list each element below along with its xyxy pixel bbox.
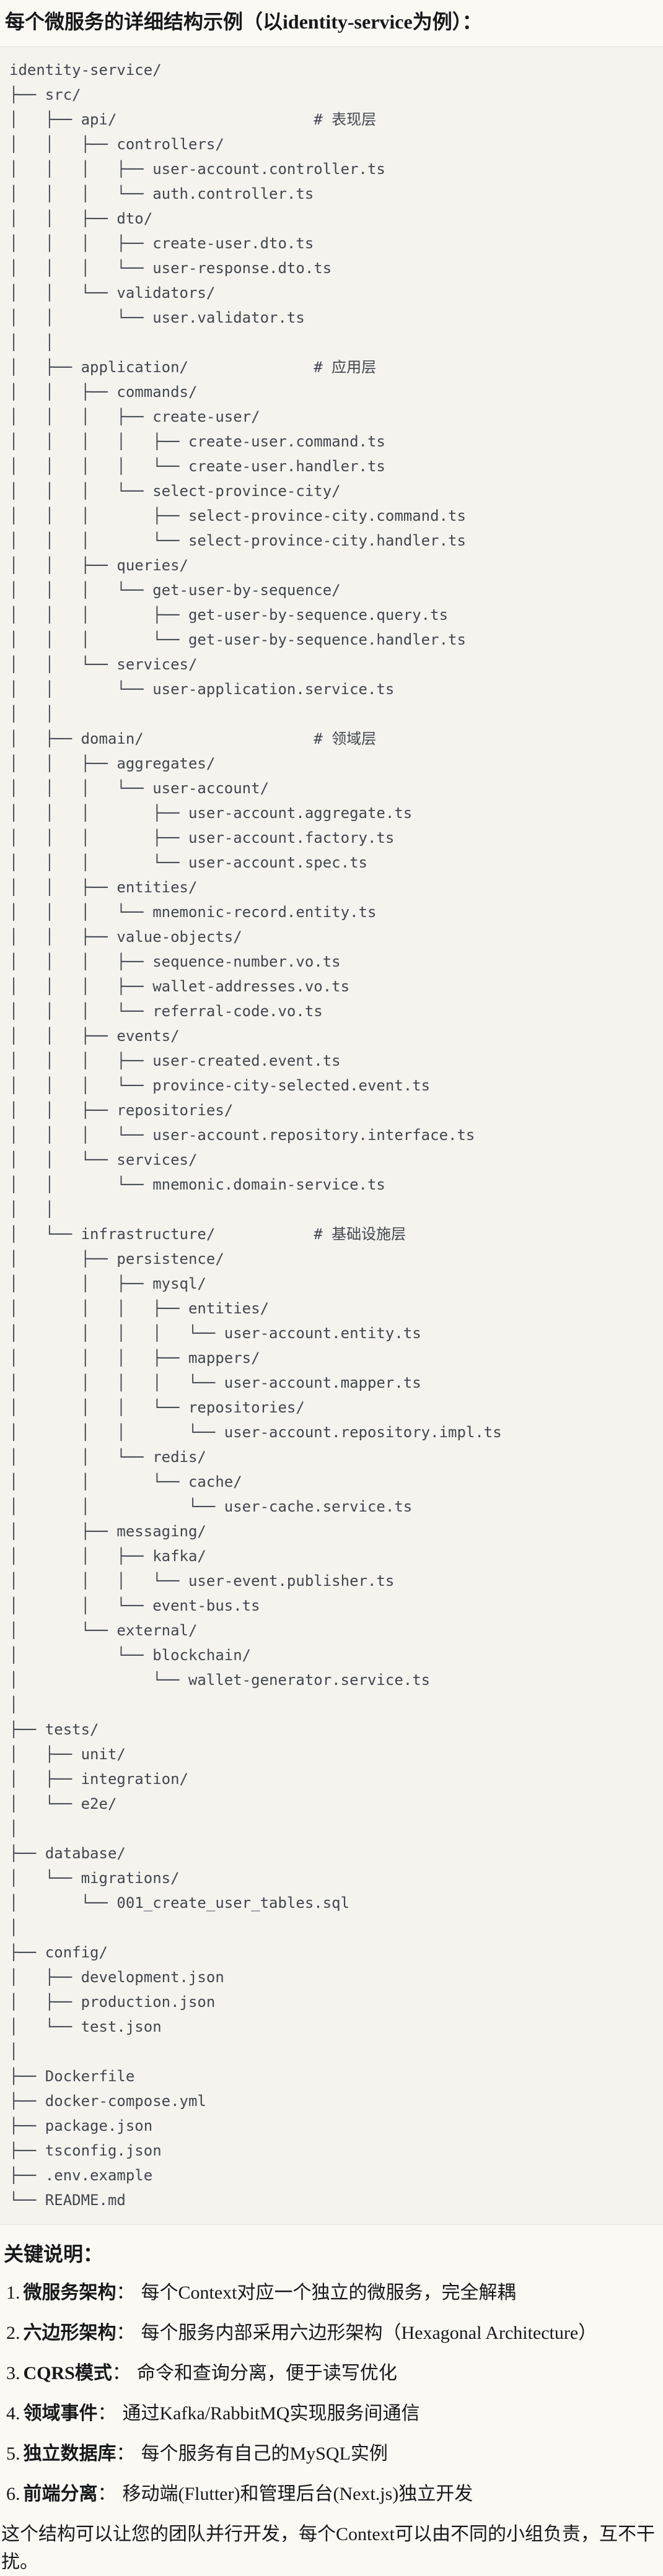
note-colon: ： (97, 2484, 116, 2504)
note-colon: ： (97, 2403, 116, 2424)
notes-list: 1.微服务架构：每个Context对应一个独立的微服务，完全解耦 2.六边形架构… (6, 2279, 663, 2508)
note-number: 1. (6, 2282, 20, 2303)
note-item: 2.六边形架构： 每个服务内部采用六边形架构（Hexagonal Architec… (6, 2319, 663, 2347)
note-number: 4. (6, 2403, 20, 2424)
note-number: 6. (6, 2484, 20, 2504)
note-label: 微服务架构 (23, 2282, 116, 2303)
note-item: 6.前端分离： 移动端(Flutter)和管理后台(Next.js)独立开发 (6, 2480, 663, 2508)
note-text: 命令和查询分离，便于读写优化 (136, 2363, 397, 2383)
note-text: 移动端(Flutter)和管理后台(Next.js)独立开发 (122, 2484, 473, 2504)
closing-paragraph: 这个结构可以让您的团队并行开发，每个Context可以由不同的小组负责，互不干扰… (1, 2524, 655, 2572)
page-title: 每个微服务的详细结构示例（以identity-service为例）： (5, 11, 482, 33)
note-text: 每个Context对应一个独立的微服务，完全解耦 (141, 2282, 516, 2303)
code-block: identity-service/ ├── src/ │ ├── api/ # … (0, 46, 663, 2225)
note-label: 六边形架构 (23, 2323, 116, 2343)
note-item: 4.领域事件： 通过Kafka/RabbitMQ实现服务间通信 (6, 2400, 663, 2427)
note-text: 每个服务内部采用六边形架构（Hexagonal Architecture） (141, 2323, 597, 2343)
note-colon: ： (116, 2443, 135, 2464)
note-text: 每个服务有自己的MySQL实例 (141, 2443, 388, 2464)
note-colon: ： (112, 2363, 131, 2383)
note-label: CQRS模式 (23, 2363, 112, 2383)
note-text: 通过Kafka/RabbitMQ实现服务间通信 (122, 2403, 420, 2424)
note-item: 5.独立数据库： 每个服务有自己的MySQL实例 (6, 2440, 663, 2468)
note-colon: ： (116, 2323, 135, 2343)
note-colon: ： (116, 2282, 135, 2303)
note-item: 3.CQRS模式：命令和查询分离，便于读写优化 (6, 2359, 663, 2387)
note-label: 前端分离 (23, 2484, 98, 2504)
note-number: 3. (6, 2363, 20, 2383)
notes-heading: 关键说明： (4, 2243, 103, 2265)
note-number: 2. (6, 2323, 20, 2343)
note-label: 独立数据库 (23, 2443, 116, 2464)
file-tree: identity-service/ ├── src/ │ ├── api/ # … (9, 61, 502, 2209)
note-number: 5. (6, 2443, 20, 2464)
note-item: 1.微服务架构： 每个Context对应一个独立的微服务，完全解耦 (6, 2279, 663, 2307)
note-label: 领域事件 (23, 2403, 98, 2424)
